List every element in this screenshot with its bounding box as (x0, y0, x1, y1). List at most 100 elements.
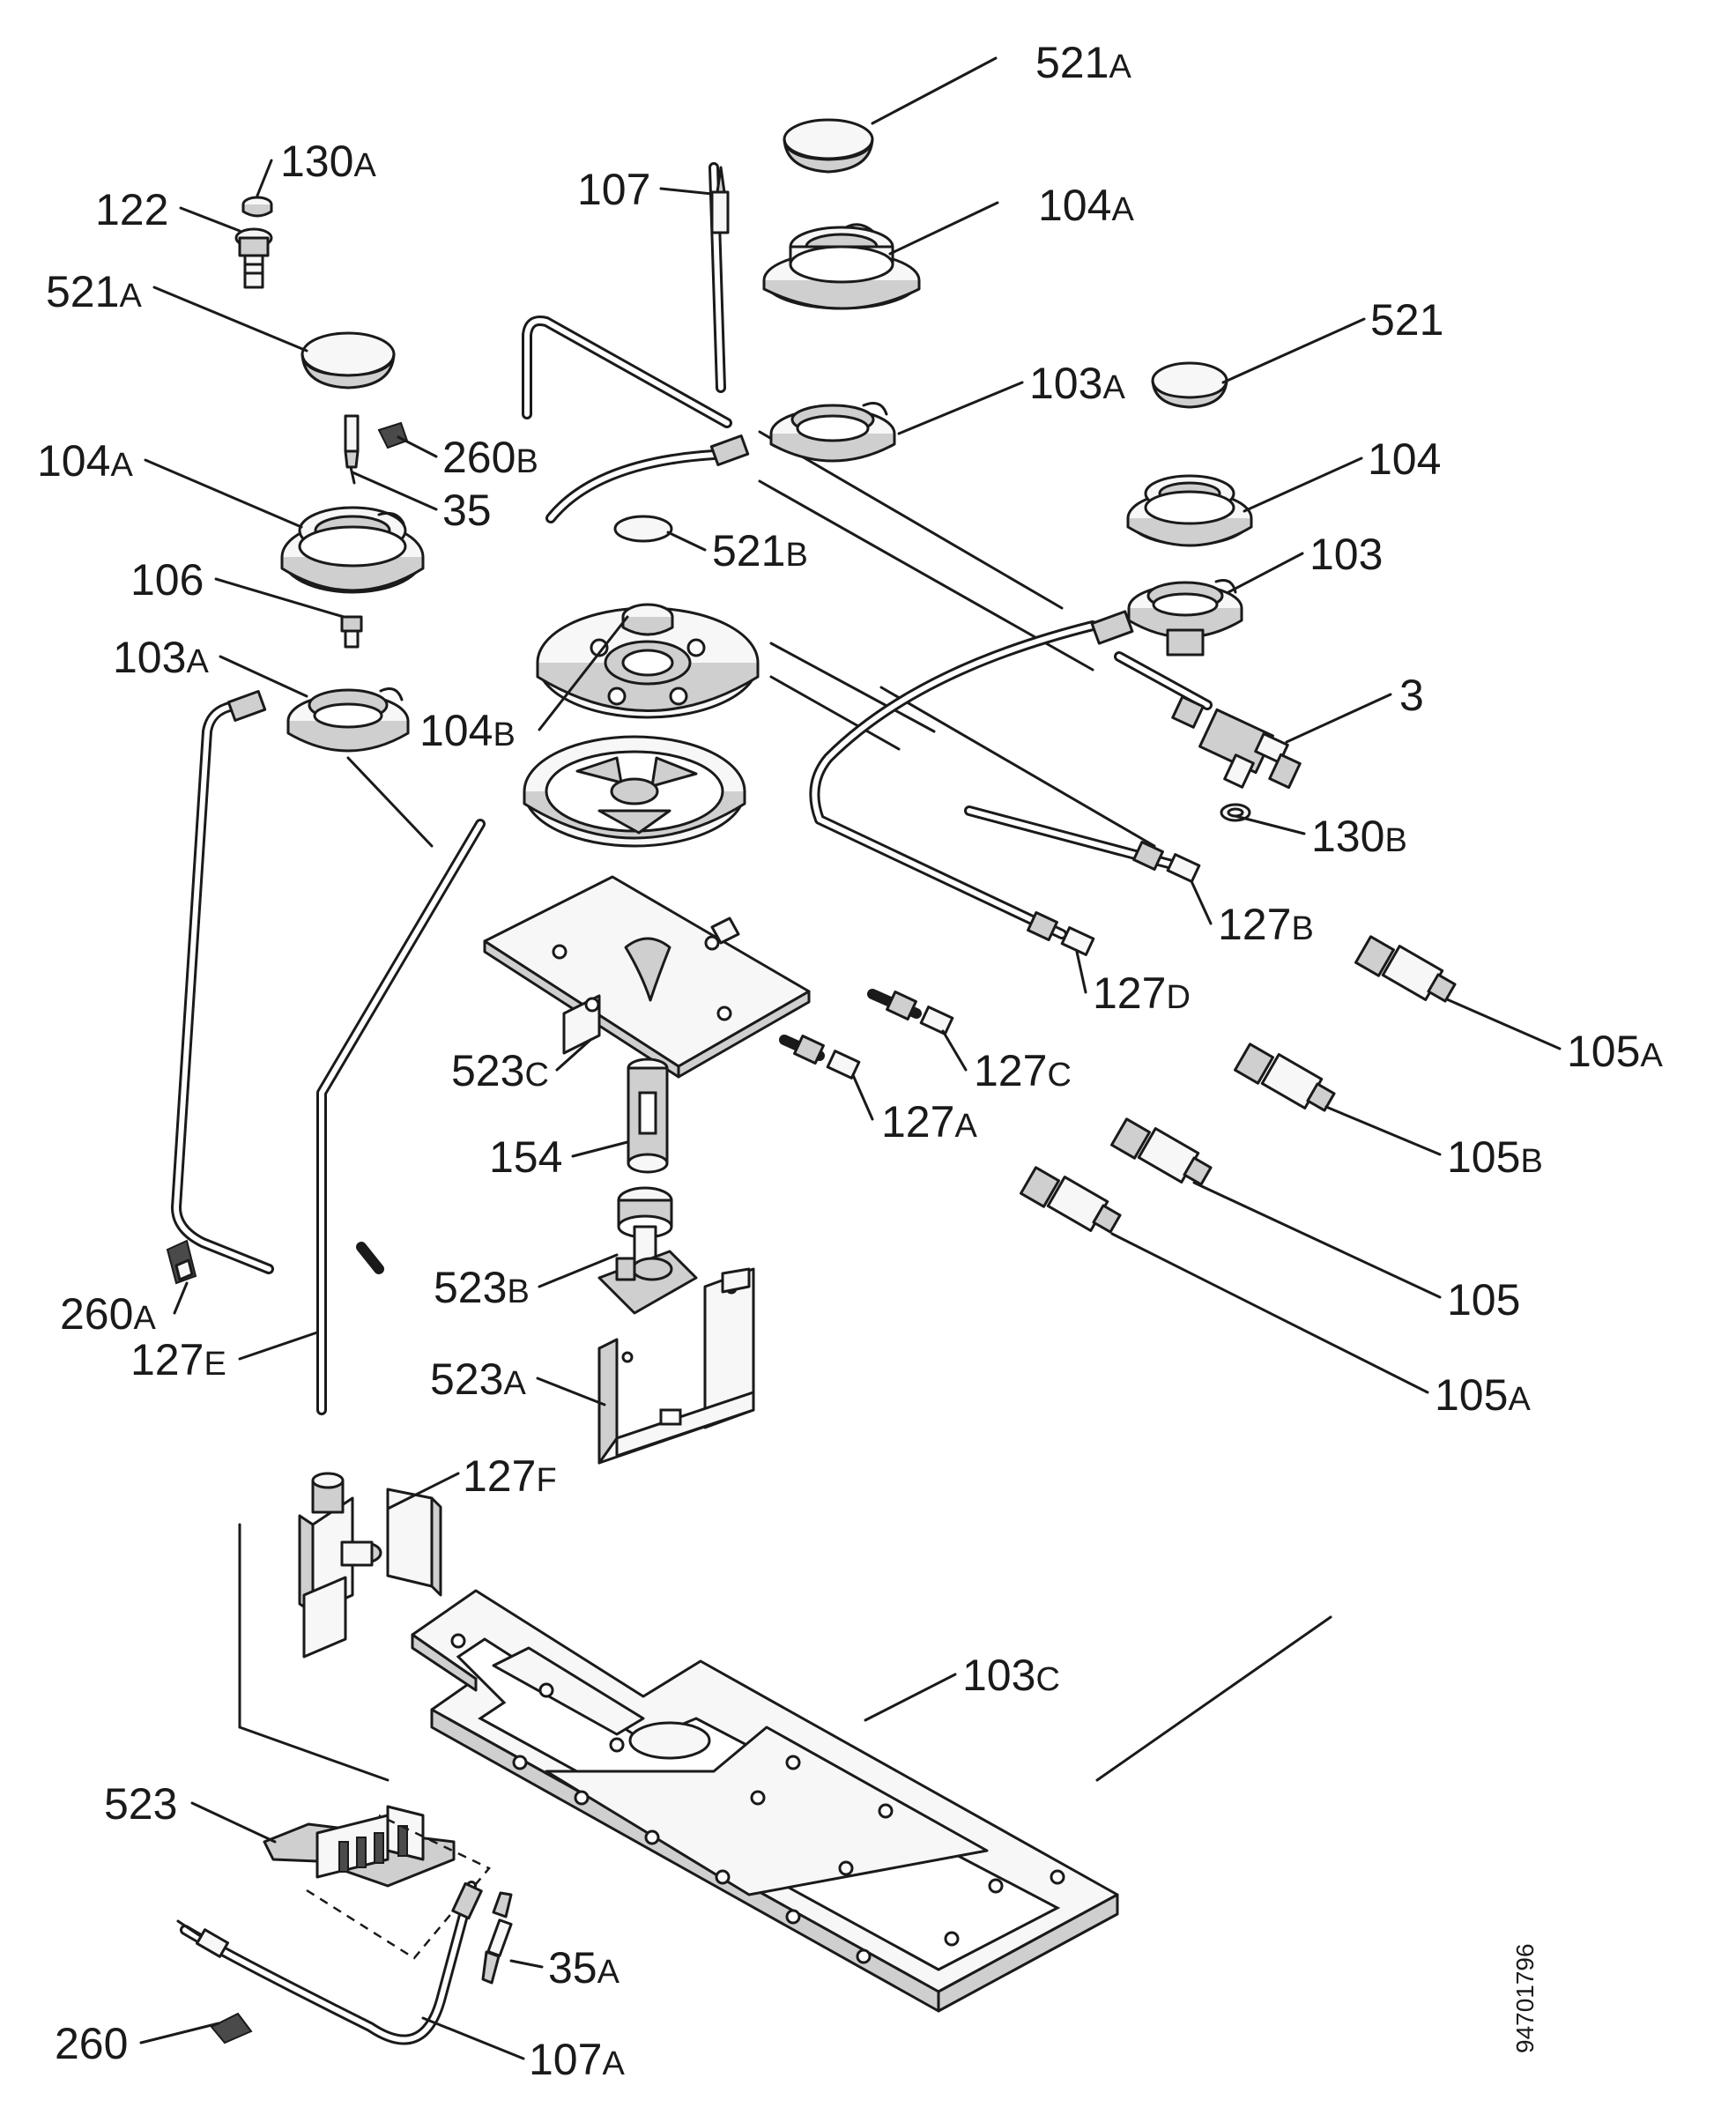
leader-line (139, 2022, 220, 2044)
part-label: 521A (871, 38, 1131, 125)
part-label: 127D (1075, 950, 1191, 1018)
part-label: 127A (851, 1073, 977, 1147)
leader-line (1285, 693, 1392, 744)
part-label: 260A (60, 1281, 189, 1339)
part-number-value: 523 (104, 1779, 177, 1829)
part-number: 35A (548, 1943, 620, 1993)
part-number: 127E (130, 1335, 226, 1384)
part-number: 523 (104, 1779, 177, 1829)
leader-line (173, 1281, 189, 1315)
part-label: 260 (55, 2019, 220, 2068)
leader-line (190, 1801, 277, 1844)
part-number-value: 103 (962, 1651, 1035, 1700)
part-number-suffix: D (1166, 979, 1190, 1016)
part-label: 103C (864, 1651, 1060, 1722)
part-label: 106 (130, 555, 345, 619)
part-label: 103A (113, 633, 308, 698)
part-number: 260A (60, 1289, 156, 1339)
part-number: 127A (881, 1097, 977, 1147)
part-number-value: 3 (1399, 671, 1424, 720)
part-number-suffix: C (1047, 1057, 1071, 1094)
leader-line (555, 1038, 592, 1072)
leader-line (152, 286, 308, 352)
drawing-code: 94701796 (1511, 1943, 1539, 2053)
part-number-value: 260 (55, 2019, 128, 2068)
leader-line (536, 1377, 606, 1406)
part-label: 130B (1234, 812, 1407, 861)
clip-260 (210, 2012, 253, 2044)
part-label: 127B (1190, 879, 1314, 949)
leader-line (219, 655, 308, 698)
part-number-suffix: E (204, 1346, 226, 1383)
part-number-suffix: A (353, 147, 376, 184)
leader-line (897, 381, 1024, 435)
part-number-suffix: B (493, 716, 515, 753)
burner-crown-104 (1126, 474, 1253, 547)
leader-line (1324, 1105, 1442, 1156)
part-number-value: 127 (881, 1097, 954, 1147)
part-number: 103C (962, 1651, 1060, 1700)
leader-line (1227, 552, 1304, 594)
part-number-value: 523 (451, 1046, 524, 1095)
part-number: 103A (1029, 359, 1125, 408)
leader-line (238, 1331, 319, 1361)
mixing-tube-154 (627, 1058, 669, 1174)
part-number: 260B (442, 433, 538, 482)
igniter-35 (344, 414, 360, 485)
leader-line (421, 2016, 525, 2060)
part-number: 104A (37, 436, 133, 486)
part-number-value: 103 (1309, 530, 1383, 579)
burner-base-103a-top (769, 402, 896, 463)
part-label: 521 (1221, 295, 1443, 384)
part-label: 104 (1243, 434, 1441, 513)
leader-line (144, 458, 303, 529)
part-number: 521A (46, 267, 142, 316)
burner-base-103 (1127, 579, 1243, 657)
part-number: 103 (1309, 530, 1383, 579)
part-number: 130B (1311, 812, 1407, 861)
part-number-value: 130 (1311, 812, 1384, 861)
part-number: 107A (529, 2035, 625, 2084)
part-number-suffix: A (133, 1300, 156, 1337)
part-number-value: 107 (577, 165, 650, 214)
injector-105b (1234, 1043, 1336, 1112)
guide-lines (238, 430, 1332, 1782)
leader-line (1234, 814, 1306, 835)
part-number: 523C (451, 1046, 549, 1095)
part-number-suffix: A (119, 278, 142, 315)
part-label: 521A (46, 267, 308, 352)
part-number-value: 103 (1029, 359, 1102, 408)
part-number-value: 105 (1435, 1370, 1508, 1420)
part-number-value: 154 (489, 1132, 562, 1182)
part-number-suffix: B (1384, 822, 1406, 859)
part-number: 103A (113, 633, 209, 682)
part-number: 127C (974, 1046, 1072, 1095)
part-number-value: 105 (1447, 1275, 1520, 1325)
part-label: 105B (1324, 1105, 1543, 1182)
pipe-fitting-127a (779, 1035, 861, 1080)
part-number-value: 104 (37, 436, 110, 486)
leader-line (538, 1253, 619, 1288)
electrode-107 (710, 166, 730, 234)
burner-tray-103c (411, 1589, 1119, 2013)
part-number-suffix: A (602, 2045, 625, 2082)
burner-cap-521a-top (783, 118, 874, 174)
part-number: 521A (1035, 38, 1131, 87)
part-number-value: 521 (712, 526, 785, 575)
part-number: 260 (55, 2019, 128, 2068)
part-number-suffix: A (1640, 1037, 1663, 1074)
part-label: 521B (666, 526, 808, 575)
part-number-value: 105 (1447, 1132, 1520, 1182)
leader-line (256, 159, 273, 197)
clip-260b (377, 421, 409, 449)
part-number-suffix: A (503, 1365, 526, 1402)
part-number-value: 521 (1035, 38, 1109, 87)
part-number-value: 103 (113, 633, 186, 682)
part-label: 103A (897, 359, 1125, 435)
injector-105a-lower (1020, 1166, 1122, 1234)
part-number-value: 122 (95, 185, 168, 234)
part-number-suffix: F (536, 1462, 556, 1499)
part-number: 127D (1093, 968, 1191, 1018)
leader-line (871, 56, 998, 125)
